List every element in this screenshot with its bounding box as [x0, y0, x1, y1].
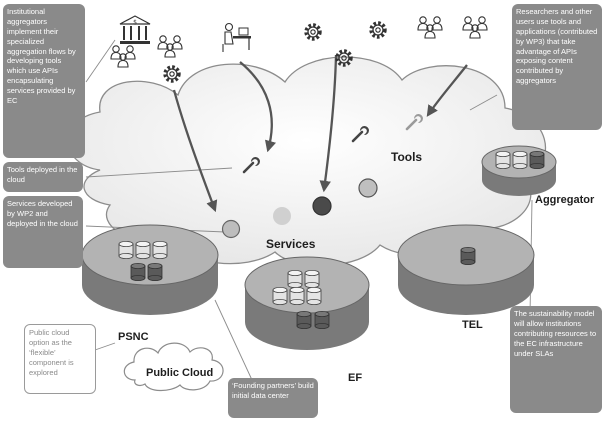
gear-icon	[304, 23, 322, 41]
gear-icon	[163, 65, 181, 83]
services-label: Services	[266, 237, 316, 251]
tel-label: TEL	[462, 319, 483, 331]
service-node-icon	[312, 196, 332, 216]
flow-arrows	[172, 54, 468, 213]
researchers-callout: Researchers and other users use tools an…	[512, 4, 602, 130]
service-node-icon	[273, 207, 291, 225]
services-wp2-callout: Services developed by WP2 and deployed i…	[3, 196, 83, 268]
aggregator-platform	[481, 145, 557, 196]
founding-partners-callout: ‘Founding partners’ build initial data c…	[228, 378, 318, 418]
user-group-icon	[463, 17, 487, 38]
psnc-label: PSNC	[118, 331, 149, 343]
tools-deployed-callout: Tools deployed in the cloud	[3, 162, 83, 192]
person-at-desk-icon	[222, 22, 251, 52]
institutional-aggregators-callout: Institutional aggregators implement thei…	[3, 4, 85, 158]
ef-label: EF	[348, 372, 363, 384]
sustainability-callout: The sustainability model will allow inst…	[510, 306, 602, 413]
user-group-icon	[111, 46, 135, 67]
service-node-icon	[221, 219, 241, 239]
public-cloud-shape	[123, 342, 224, 392]
bank-icon: $	[119, 15, 151, 44]
tools-label: Tools	[391, 150, 423, 164]
public-cloud-label: Public Cloud	[146, 367, 214, 379]
gear-icon	[369, 21, 387, 39]
user-group-icon	[418, 17, 442, 38]
svg-text:$: $	[133, 19, 137, 26]
service-node-icon	[358, 178, 378, 198]
user-group-icon	[158, 36, 182, 57]
psnc-platform	[81, 224, 219, 315]
tel-platform	[397, 224, 535, 315]
ef-platform	[244, 256, 370, 350]
public-cloud-option-callout: Public cloud option as the ‘flexible’ co…	[24, 324, 96, 394]
aggregator-label: Aggregator	[535, 194, 595, 206]
